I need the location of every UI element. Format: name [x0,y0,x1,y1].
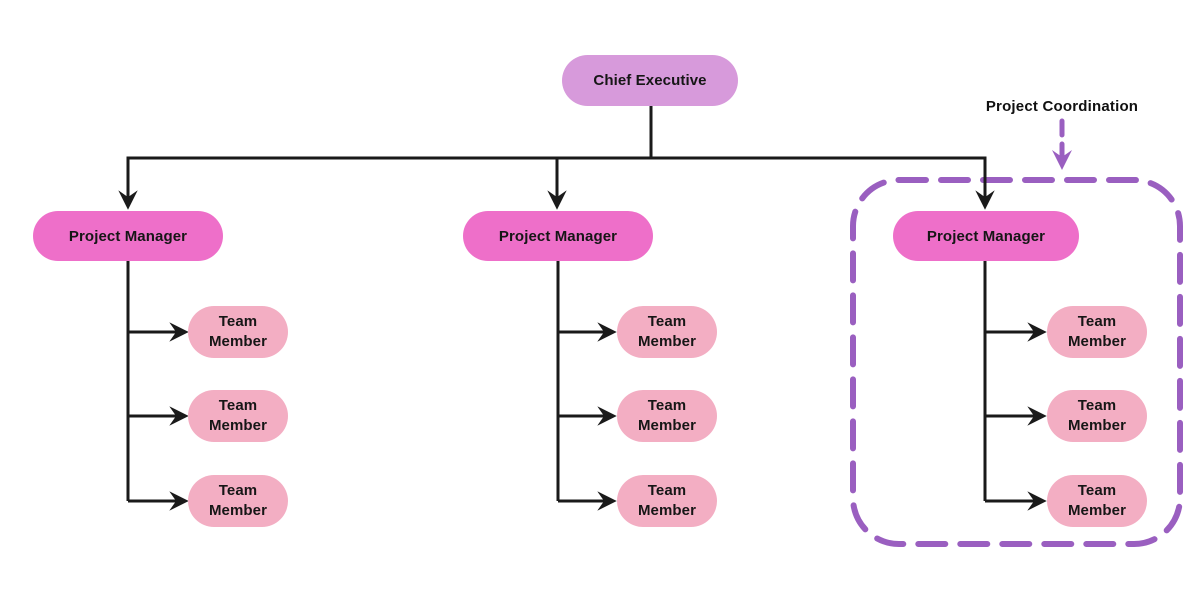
team-member-label: Team Member [208,397,268,434]
node-project-manager-2: Project Manager [463,211,653,261]
node-project-manager-1: Project Manager [33,211,223,261]
node-team-member-m1-3: Team Member [188,475,288,527]
node-team-member-m2-2: Team Member [617,390,717,442]
team-member-label: Team Member [637,482,697,519]
node-chief-executive: Chief Executive [562,55,738,106]
node-team-member-m1-1: Team Member [188,306,288,358]
team-member-label: Team Member [1067,313,1127,350]
coordination-boundary [850,177,1183,547]
team-member-label: Team Member [637,313,697,350]
coordination-label: Project Coordination [985,98,1139,115]
node-team-member-m3-3: Team Member [1047,475,1147,527]
team-member-label: Team Member [208,313,268,350]
team-member-label: Team Member [637,397,697,434]
node-team-member-m1-2: Team Member [188,390,288,442]
node-project-manager-3: Project Manager [893,211,1079,261]
team-member-label: Team Member [208,482,268,519]
team-member-label: Team Member [1067,482,1127,519]
node-team-member-m2-3: Team Member [617,475,717,527]
node-team-member-m3-1: Team Member [1047,306,1147,358]
node-team-member-m2-1: Team Member [617,306,717,358]
team-member-label: Team Member [1067,397,1127,434]
node-team-member-m3-2: Team Member [1047,390,1147,442]
